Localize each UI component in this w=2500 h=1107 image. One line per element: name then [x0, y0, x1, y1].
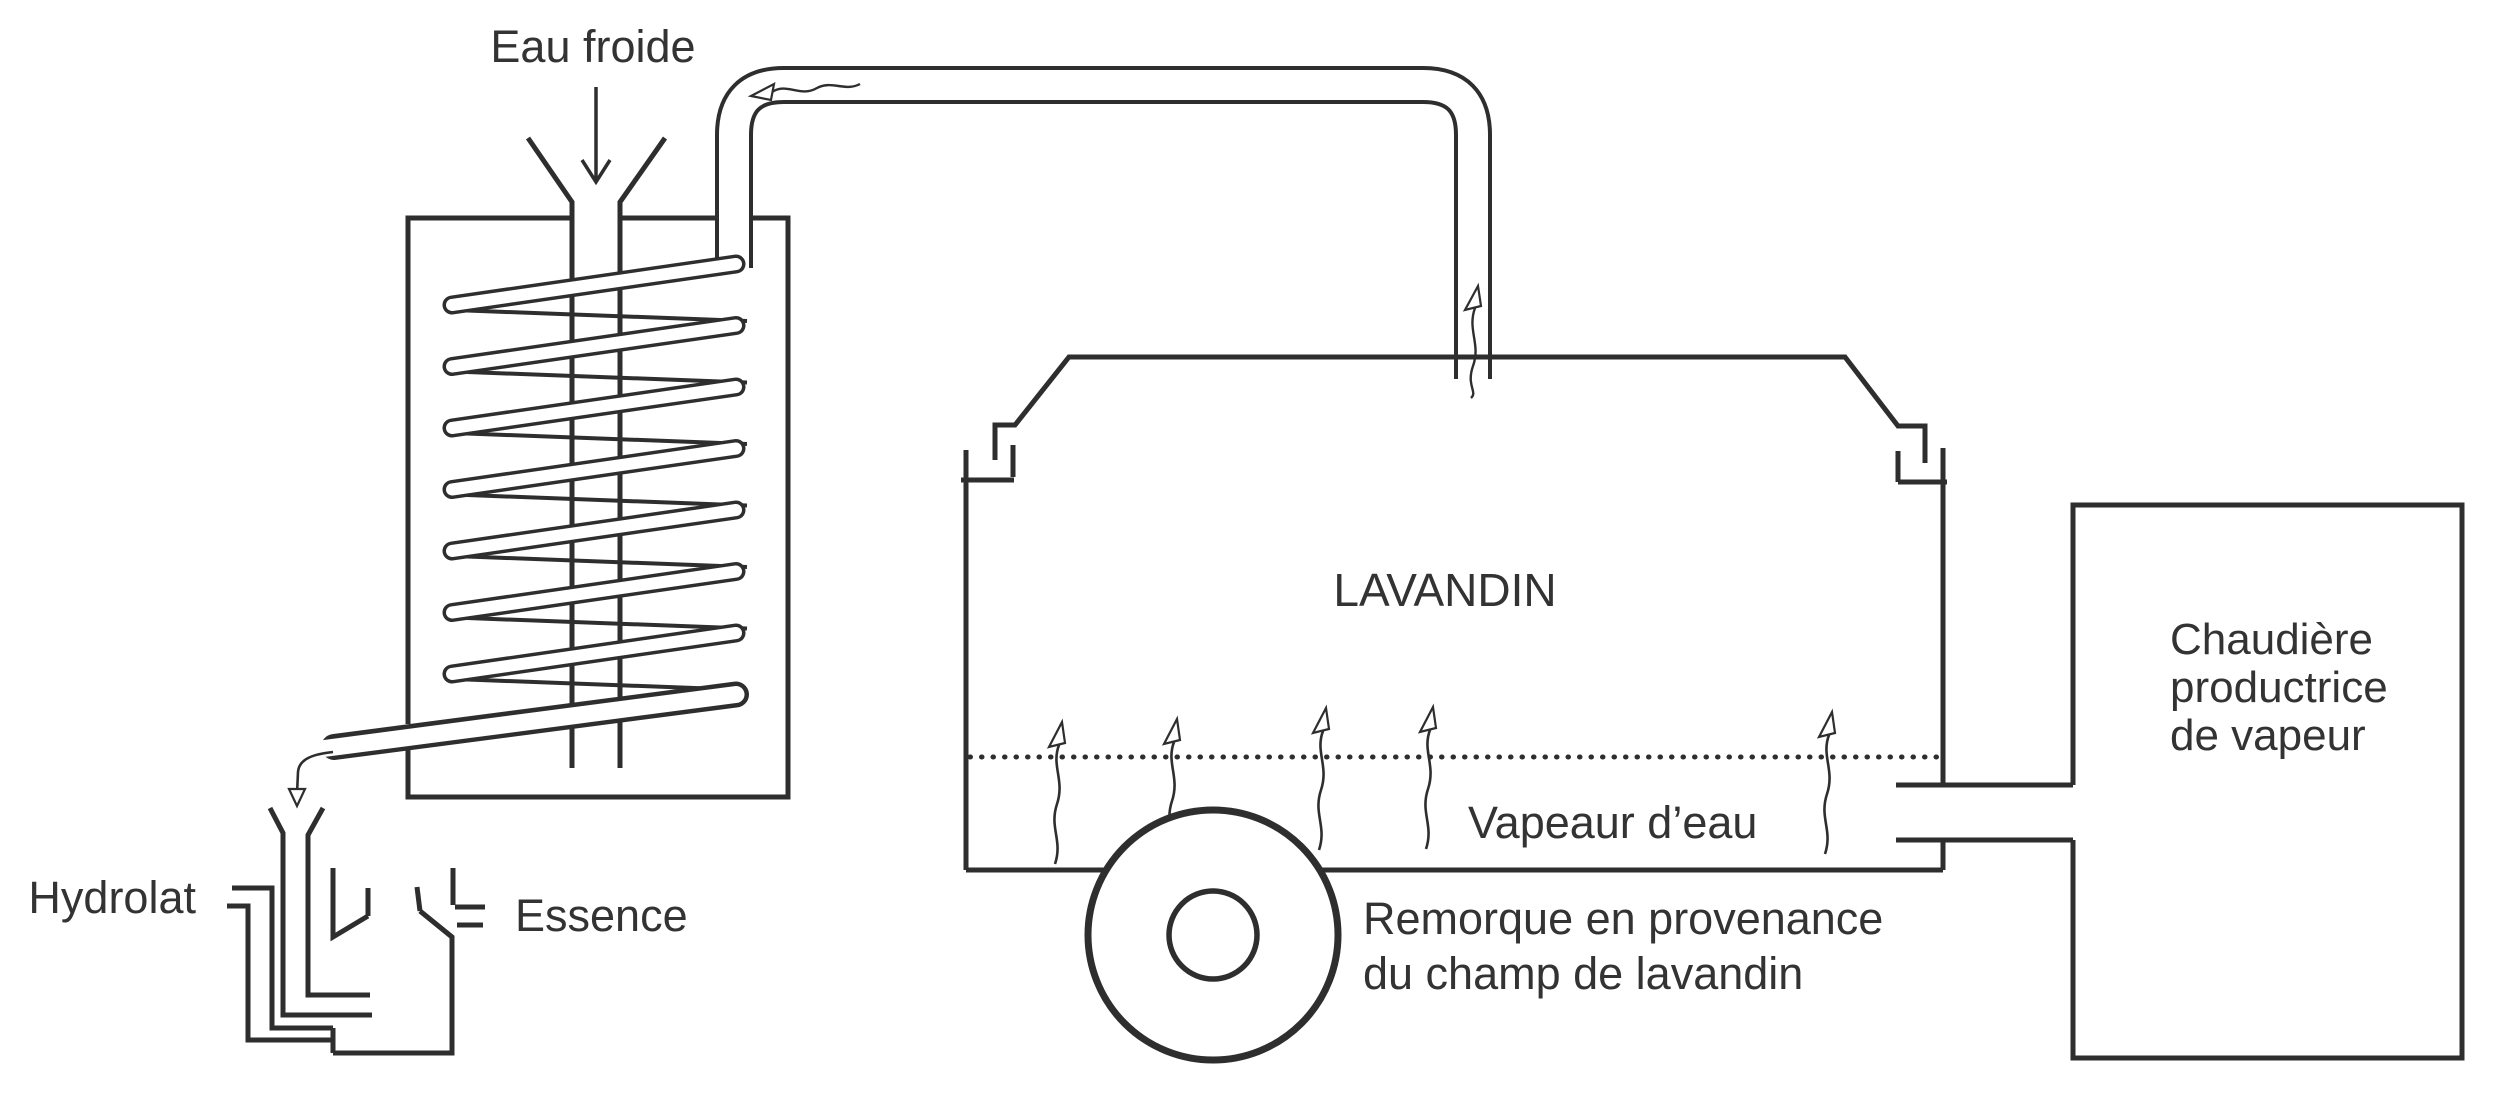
label-hydrolat: Hydrolat: [28, 872, 196, 923]
steam-arrow-icon: [1418, 705, 1438, 851]
separator-vessel: [330, 868, 371, 942]
label-trailer-line2: du champ de lavandin: [1363, 948, 1803, 999]
trailer-wheel: [1084, 806, 1342, 1064]
trailer-tank: [961, 354, 2073, 1064]
vapor-pipe: [715, 66, 1492, 399]
label-essence: Essence: [515, 890, 688, 941]
essence-spout: [450, 868, 485, 928]
steam-arrow-icon: [1817, 710, 1837, 856]
label-lavandin: LAVANDIN: [1333, 564, 1556, 616]
steam-inlet-pipe: [1896, 782, 2073, 843]
label-trailer-line1: Remorque en provenance: [1363, 893, 1883, 944]
coil-back-turns: [453, 308, 748, 692]
condensate-drip-arrow-icon: [287, 750, 334, 809]
cooling-coil: [287, 254, 749, 809]
label-boiler-line1: Chaudière: [2170, 615, 2373, 664]
vapor-flow-arrow-icon: [747, 81, 861, 102]
condenser-unit: [405, 136, 791, 800]
separator-funnel: [267, 806, 372, 1018]
steam-arrow-icon: [1047, 720, 1067, 866]
boiler-unit: [2070, 502, 2465, 1061]
riser-steam-arrow-icon: [1462, 282, 1483, 399]
label-boiler-line2: productrice: [2170, 663, 2388, 712]
label-boiler-line3: de vapeur: [2170, 711, 2366, 760]
steam-arrow-icon: [1311, 706, 1331, 852]
label-water-vapor: Vapeaur d’eau: [1468, 797, 1757, 848]
cold-water-arrow-icon: [580, 87, 612, 186]
label-cold-water: Eau froide: [490, 21, 695, 72]
tank-lid: [992, 354, 1928, 463]
boiler-box: [2070, 502, 2465, 1061]
separator-unit: [227, 806, 485, 1056]
hydrolat-outlet-pipe: [232, 885, 333, 1031]
